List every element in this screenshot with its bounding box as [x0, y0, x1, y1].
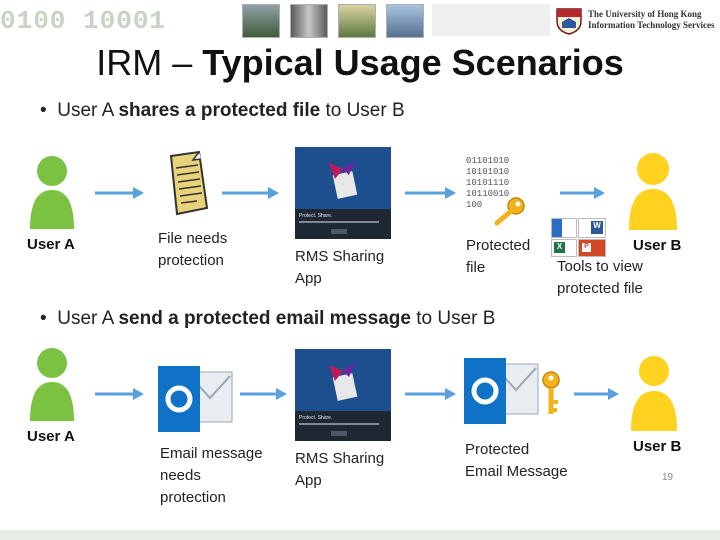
powerpoint-icon: P: [578, 239, 606, 257]
page-number: 19: [662, 472, 674, 483]
hku-crest-icon: [556, 8, 582, 35]
rms-screen-caption: Protect. Share.: [299, 213, 333, 219]
user-b-person-icon-2: [631, 356, 677, 431]
rms-app-logo-icon-2: [329, 363, 358, 401]
user-a-person-icon-2: [30, 348, 74, 421]
page-title: IRM – Typical Usage Scenarios: [96, 42, 624, 83]
user-a-person-icon: [30, 156, 74, 229]
university-logo-text: The University of Hong Kong Information …: [588, 9, 715, 30]
office-tile-1: [551, 218, 577, 238]
protected-outlook-icon: [464, 358, 539, 424]
outlook-icon: [158, 366, 233, 432]
user-b-person-icon: [629, 153, 677, 230]
banner-filler: [432, 4, 550, 36]
banner-photo-3: [338, 4, 376, 38]
scenario2-arrow-1: [95, 388, 144, 400]
scenario1-arrow-2: [222, 187, 279, 199]
rms-screen-caption-2: Protect. Share.: [299, 415, 333, 421]
binary-decoration: 0100 10001: [0, 6, 167, 36]
scenario2-arrow-2: [240, 388, 287, 400]
word-icon: W: [578, 218, 606, 238]
banner-photo-2: [290, 4, 328, 38]
footer-bar: [0, 530, 720, 540]
document-icon: [169, 150, 209, 216]
scenario2-user-b-label: User B: [633, 438, 682, 455]
header-banner: 0100 10001 The University of Hong Kong I…: [0, 0, 720, 40]
banner-photo-1: [242, 4, 280, 38]
scenario1-arrow-4: [560, 187, 605, 199]
scenario1-arrow-1: [95, 187, 144, 199]
scenario1-user-a-label: User A: [27, 236, 75, 253]
scenario1-user-b-label: User B: [633, 237, 682, 254]
rms-sharing-app-screenshot-2: Protect. Share.: [295, 349, 391, 441]
scenario2-bullet: • User A send a protected email message …: [40, 308, 496, 329]
banner-photo-4: [386, 4, 424, 38]
scenario1-arrow-3: [405, 187, 456, 199]
key-icon: [494, 197, 525, 226]
rms-app-logo-icon: [329, 161, 358, 199]
excel-icon: X: [551, 239, 577, 257]
key-icon-2: [542, 371, 560, 414]
scenario2-arrow-4: [574, 388, 619, 400]
scenario2-arrow-3: [405, 388, 456, 400]
scenario1-bullet: • User A shares a protected file to User…: [40, 100, 405, 121]
scenario2-user-a-label: User A: [27, 428, 75, 445]
rms-sharing-app-screenshot: Protect. Share.: [295, 147, 391, 239]
